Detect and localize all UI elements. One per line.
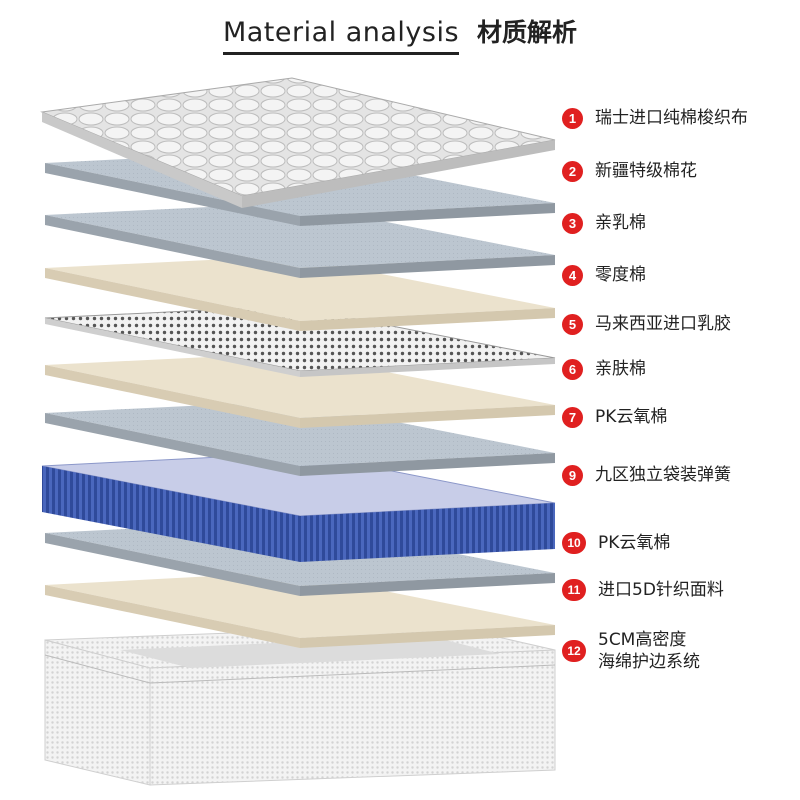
number-badge: 6 — [562, 358, 583, 380]
layer-label-text: 进口5D针织面料 — [598, 580, 724, 600]
title-chinese: 材质解析 — [477, 18, 578, 47]
number-badge: 9 — [562, 464, 583, 486]
layer-label-1: 1 瑞士进口纯棉梭织布 — [562, 107, 748, 129]
foam-layer-icon — [45, 203, 555, 278]
layer-label-text: 5CM高密度 海绵护边系统 — [598, 629, 700, 673]
number-badge: 4 — [562, 264, 583, 286]
quilted-fabric-layer-icon — [40, 77, 556, 208]
layer-label-5: 5 马来西亚进口乳胶 — [562, 313, 731, 335]
layer-label-text: 亲肤棉 — [595, 359, 646, 379]
layer-label-9: 9 九区独立袋装弹簧 — [562, 464, 731, 486]
layer-label-text: PK云氧棉 — [598, 533, 671, 553]
layer-label-2: 2 新疆特级棉花 — [562, 160, 697, 182]
number-badge: 5 — [562, 313, 583, 335]
pocket-spring-layer-icon — [41, 452, 556, 562]
mattress-layers-illustration — [40, 77, 556, 786]
layer-label-7: 7 PK云氧棉 — [562, 406, 667, 428]
layer-label-text: 马来西亚进口乳胶 — [595, 314, 731, 334]
layer-label-text: 零度棉 — [595, 265, 646, 285]
number-badge: 1 — [562, 107, 583, 129]
title-bar: Material analysis 材质解析 — [0, 8, 800, 62]
layer-label-12: 12 5CM高密度 海绵护边系统 — [562, 629, 700, 673]
cream-foam-layer-icon — [45, 256, 555, 331]
number-badge: 12 — [562, 640, 586, 662]
number-badge: 11 — [562, 579, 586, 601]
title-english: Material analysis — [222, 16, 460, 55]
cream-foam-layer-icon — [45, 353, 555, 428]
number-badge: 3 — [562, 212, 583, 234]
layer-label-text: 九区独立袋装弹簧 — [595, 465, 731, 485]
layer-label-line2: 海绵护边系统 — [598, 652, 700, 672]
layer-label-line1: 5CM高密度 — [598, 630, 687, 650]
foam-layer-icon — [45, 401, 555, 476]
layer-label-3: 3 亲乳棉 — [562, 212, 646, 234]
layer-label-6: 6 亲肤棉 — [562, 358, 646, 380]
cream-foam-layer-icon — [45, 572, 555, 648]
layer-label-text: 新疆特级棉花 — [595, 161, 697, 181]
layer-label-text: 瑞士进口纯棉梭织布 — [595, 108, 748, 128]
layer-label-4: 4 零度棉 — [562, 264, 646, 286]
number-badge: 7 — [562, 406, 583, 428]
layer-label-text: 亲乳棉 — [595, 213, 646, 233]
number-badge: 2 — [562, 160, 583, 182]
layer-label-text: PK云氧棉 — [595, 407, 668, 427]
layer-label-10: 10 PK云氧棉 — [562, 532, 670, 554]
number-badge: 10 — [562, 532, 586, 554]
latex-layer-icon — [44, 305, 556, 377]
mattress-base-icon — [44, 624, 556, 786]
layer-label-11: 11 进口5D针织面料 — [562, 579, 724, 601]
